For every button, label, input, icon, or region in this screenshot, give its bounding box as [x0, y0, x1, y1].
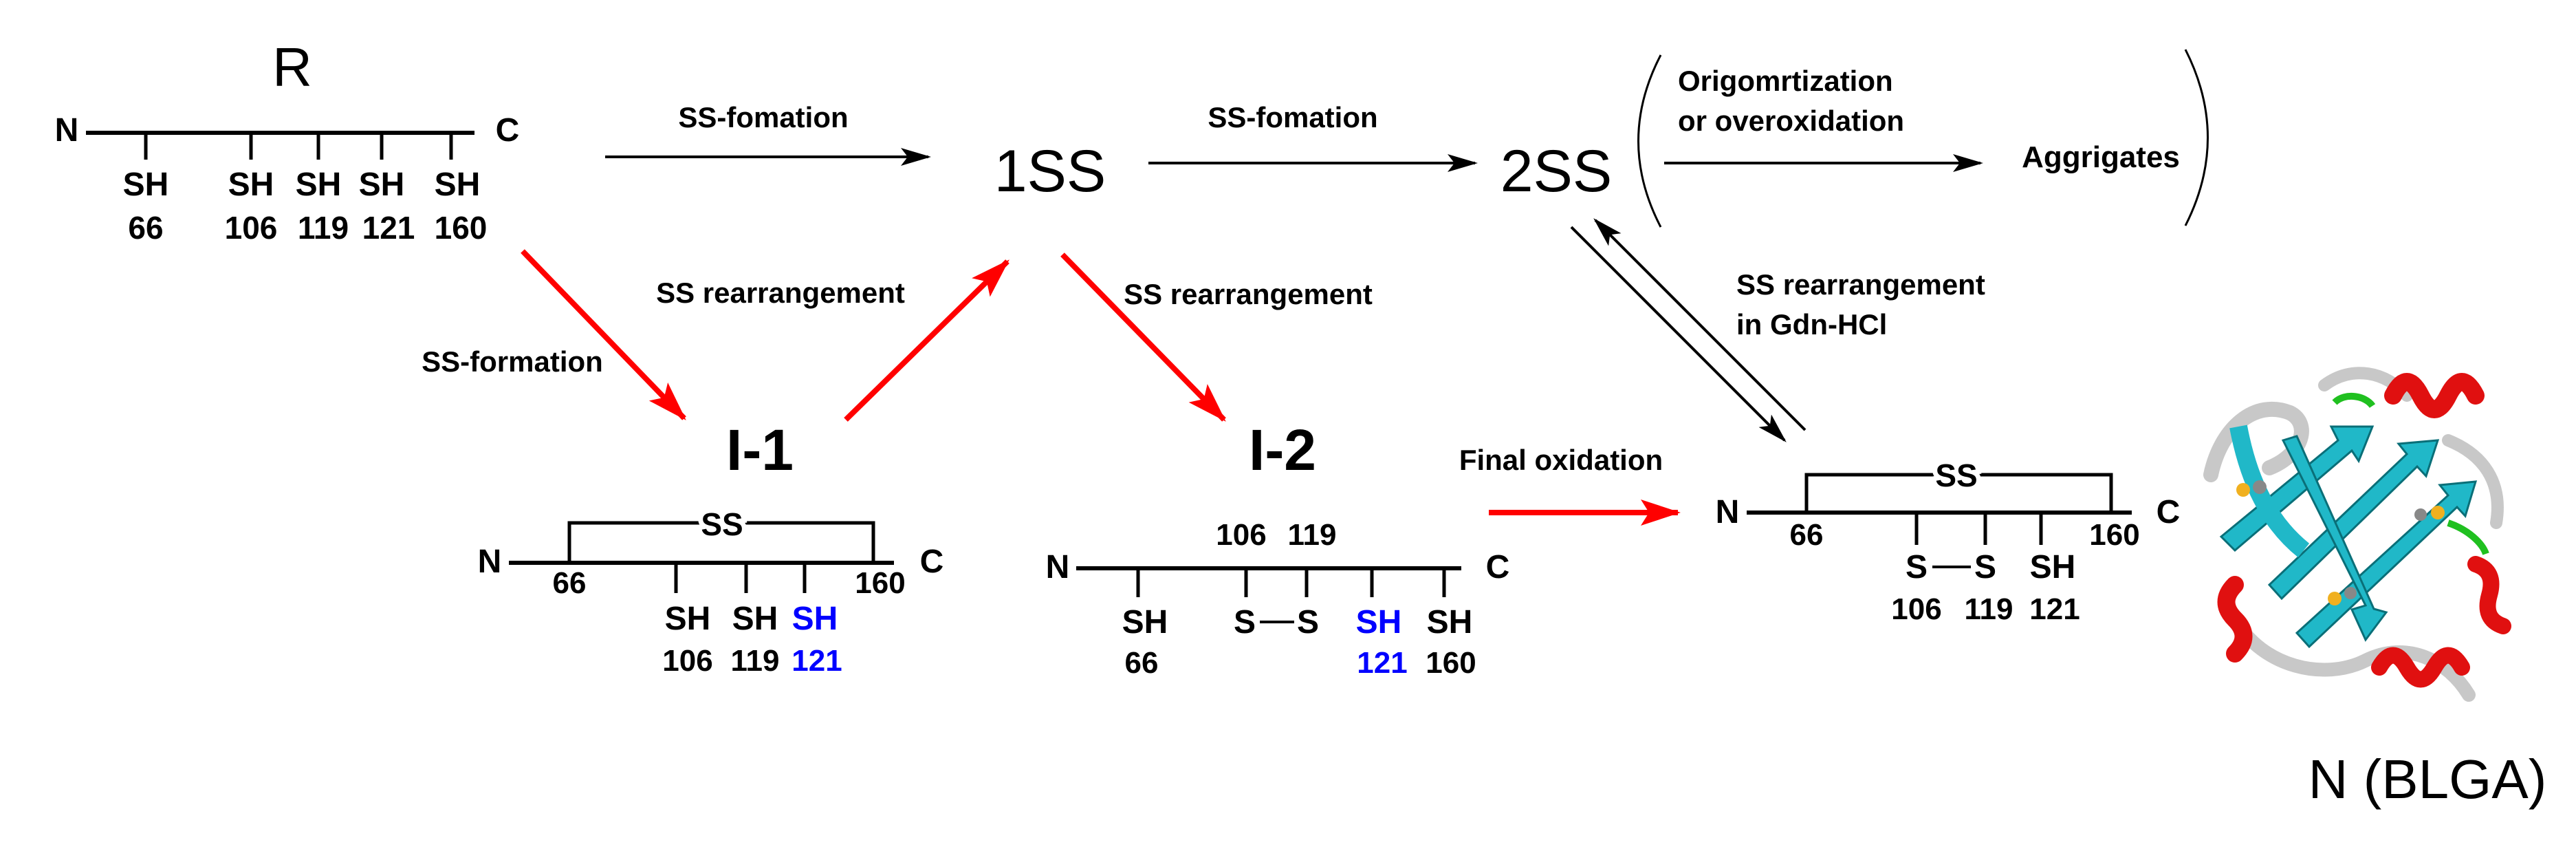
n-disulfide-66-160: SS — [1935, 458, 1977, 493]
arrow-label-r-to-1ss: SS-fomation — [678, 101, 848, 133]
n-residue-121: 121 — [2029, 592, 2080, 626]
i2-n-terminus: N — [1046, 549, 1070, 585]
arrow-native-to-2ss — [1593, 218, 1807, 431]
i1-thiol-119: SH — [732, 601, 778, 637]
i1-n-terminus: N — [478, 544, 502, 580]
i2-sulfur-119: S — [1297, 604, 1319, 641]
r-residue-119: 119 — [298, 210, 349, 246]
reduced-chain-r: R N C SH SH SH SH SH 66 106 119 121 160 — [55, 36, 520, 246]
i2-residue-106: 106 — [1216, 518, 1266, 552]
n-residue-106: 106 — [1891, 592, 1941, 626]
r-thiol-119: SH — [296, 166, 342, 203]
arrow-label-r-to-i1: SS-formation — [422, 345, 603, 378]
r-thiol-106: SH — [228, 166, 274, 203]
left-parenthesis — [1637, 54, 1662, 228]
i1-c-terminus: C — [920, 544, 944, 580]
aggregation-branch: Origomrtization or overoxidation Aggriga… — [1637, 49, 2209, 228]
i2-thiol-66: SH — [1122, 604, 1168, 641]
state-r-label: R — [272, 36, 312, 98]
right-parenthesis — [2184, 49, 2209, 226]
n-sulfur-119: S — [1974, 549, 1996, 585]
n-residue-66: 66 — [1790, 518, 1824, 552]
i1-residue-160: 160 — [855, 566, 905, 600]
state-i1-label: I-1 — [726, 418, 794, 482]
i1-thiol-106: SH — [665, 601, 711, 637]
i2-thiol-121: SH — [1356, 604, 1402, 641]
r-thiol-121: SH — [359, 166, 405, 203]
i2-c-terminus: C — [1486, 549, 1510, 585]
i1-disulfide-66-160: SS — [701, 506, 743, 542]
i2-residue-66: 66 — [1125, 646, 1159, 680]
intermediate-i2: I-2 106 119 N C SH S S SH SH 66 121 160 — [1046, 418, 1510, 680]
arrow-label-i1-to-1ss: SS rearrangement — [656, 277, 905, 309]
n-residue-119: 119 — [1965, 592, 2013, 626]
state-aggregates-label: Aggrigates — [2022, 140, 2180, 174]
blga-ribbon-structure — [2203, 367, 2511, 702]
arrow-1ss-to-i2 — [1060, 252, 1226, 422]
r-residue-121: 121 — [362, 210, 415, 246]
native-chain: SS N C 66 160 S S SH 106 119 121 — [1716, 453, 2181, 626]
arrow-label-oligomerization: Origomrtization — [1678, 65, 1893, 97]
n-residue-160: 160 — [2089, 518, 2139, 552]
r-residue-160: 160 — [435, 210, 488, 246]
i2-residue-160: 160 — [1426, 646, 1476, 680]
arrow-i1-to-1ss — [844, 259, 1009, 422]
r-residue-106: 106 — [225, 210, 278, 246]
arrow-label-final-oxidation: Final oxidation — [1459, 444, 1663, 476]
arrow-label-1ss-to-2ss: SS-fomation — [1208, 101, 1377, 133]
n-n-terminus: N — [1716, 494, 1740, 530]
i2-residue-119: 119 — [1288, 518, 1337, 552]
i2-sulfur-106: S — [1234, 604, 1256, 641]
i1-thiol-121: SH — [792, 601, 838, 637]
arrow-2ss-to-native — [1570, 226, 1787, 442]
arrow-label-rearrangement-line1: SS rearrangement — [1736, 268, 1985, 301]
n-thiol-121: SH — [2030, 549, 2076, 585]
r-thiol-160: SH — [435, 166, 481, 203]
state-2ss-label: 2SS — [1500, 138, 1613, 204]
arrow-label-rearrangement-line2: in Gdn-HCl — [1736, 308, 1887, 341]
state-1ss-label: 1SS — [994, 138, 1106, 204]
state-i2-label: I-2 — [1249, 418, 1316, 482]
arrow-label-overoxidation: or overoxidation — [1678, 105, 1904, 137]
r-n-terminus: N — [55, 112, 79, 149]
i1-residue-119: 119 — [731, 644, 780, 678]
i2-thiol-160: SH — [1427, 604, 1473, 641]
i1-residue-121: 121 — [792, 644, 842, 678]
state-native-label: N (BLGA) — [2308, 749, 2547, 810]
i2-residue-121: 121 — [1357, 646, 1407, 680]
intermediate-i1: I-1 SS N C 66 160 SH SH SH 106 119 121 — [478, 418, 944, 678]
arrow-label-1ss-to-i2: SS rearrangement — [1124, 278, 1373, 310]
i1-residue-106: 106 — [662, 644, 712, 678]
r-c-terminus: C — [496, 112, 520, 149]
n-sulfur-106: S — [1906, 549, 1928, 585]
i1-residue-66: 66 — [553, 566, 587, 600]
r-thiol-66: SH — [123, 166, 169, 203]
r-residue-66: 66 — [128, 210, 163, 246]
n-c-terminus: C — [2157, 494, 2181, 530]
arrow-r-to-i1 — [521, 249, 686, 420]
